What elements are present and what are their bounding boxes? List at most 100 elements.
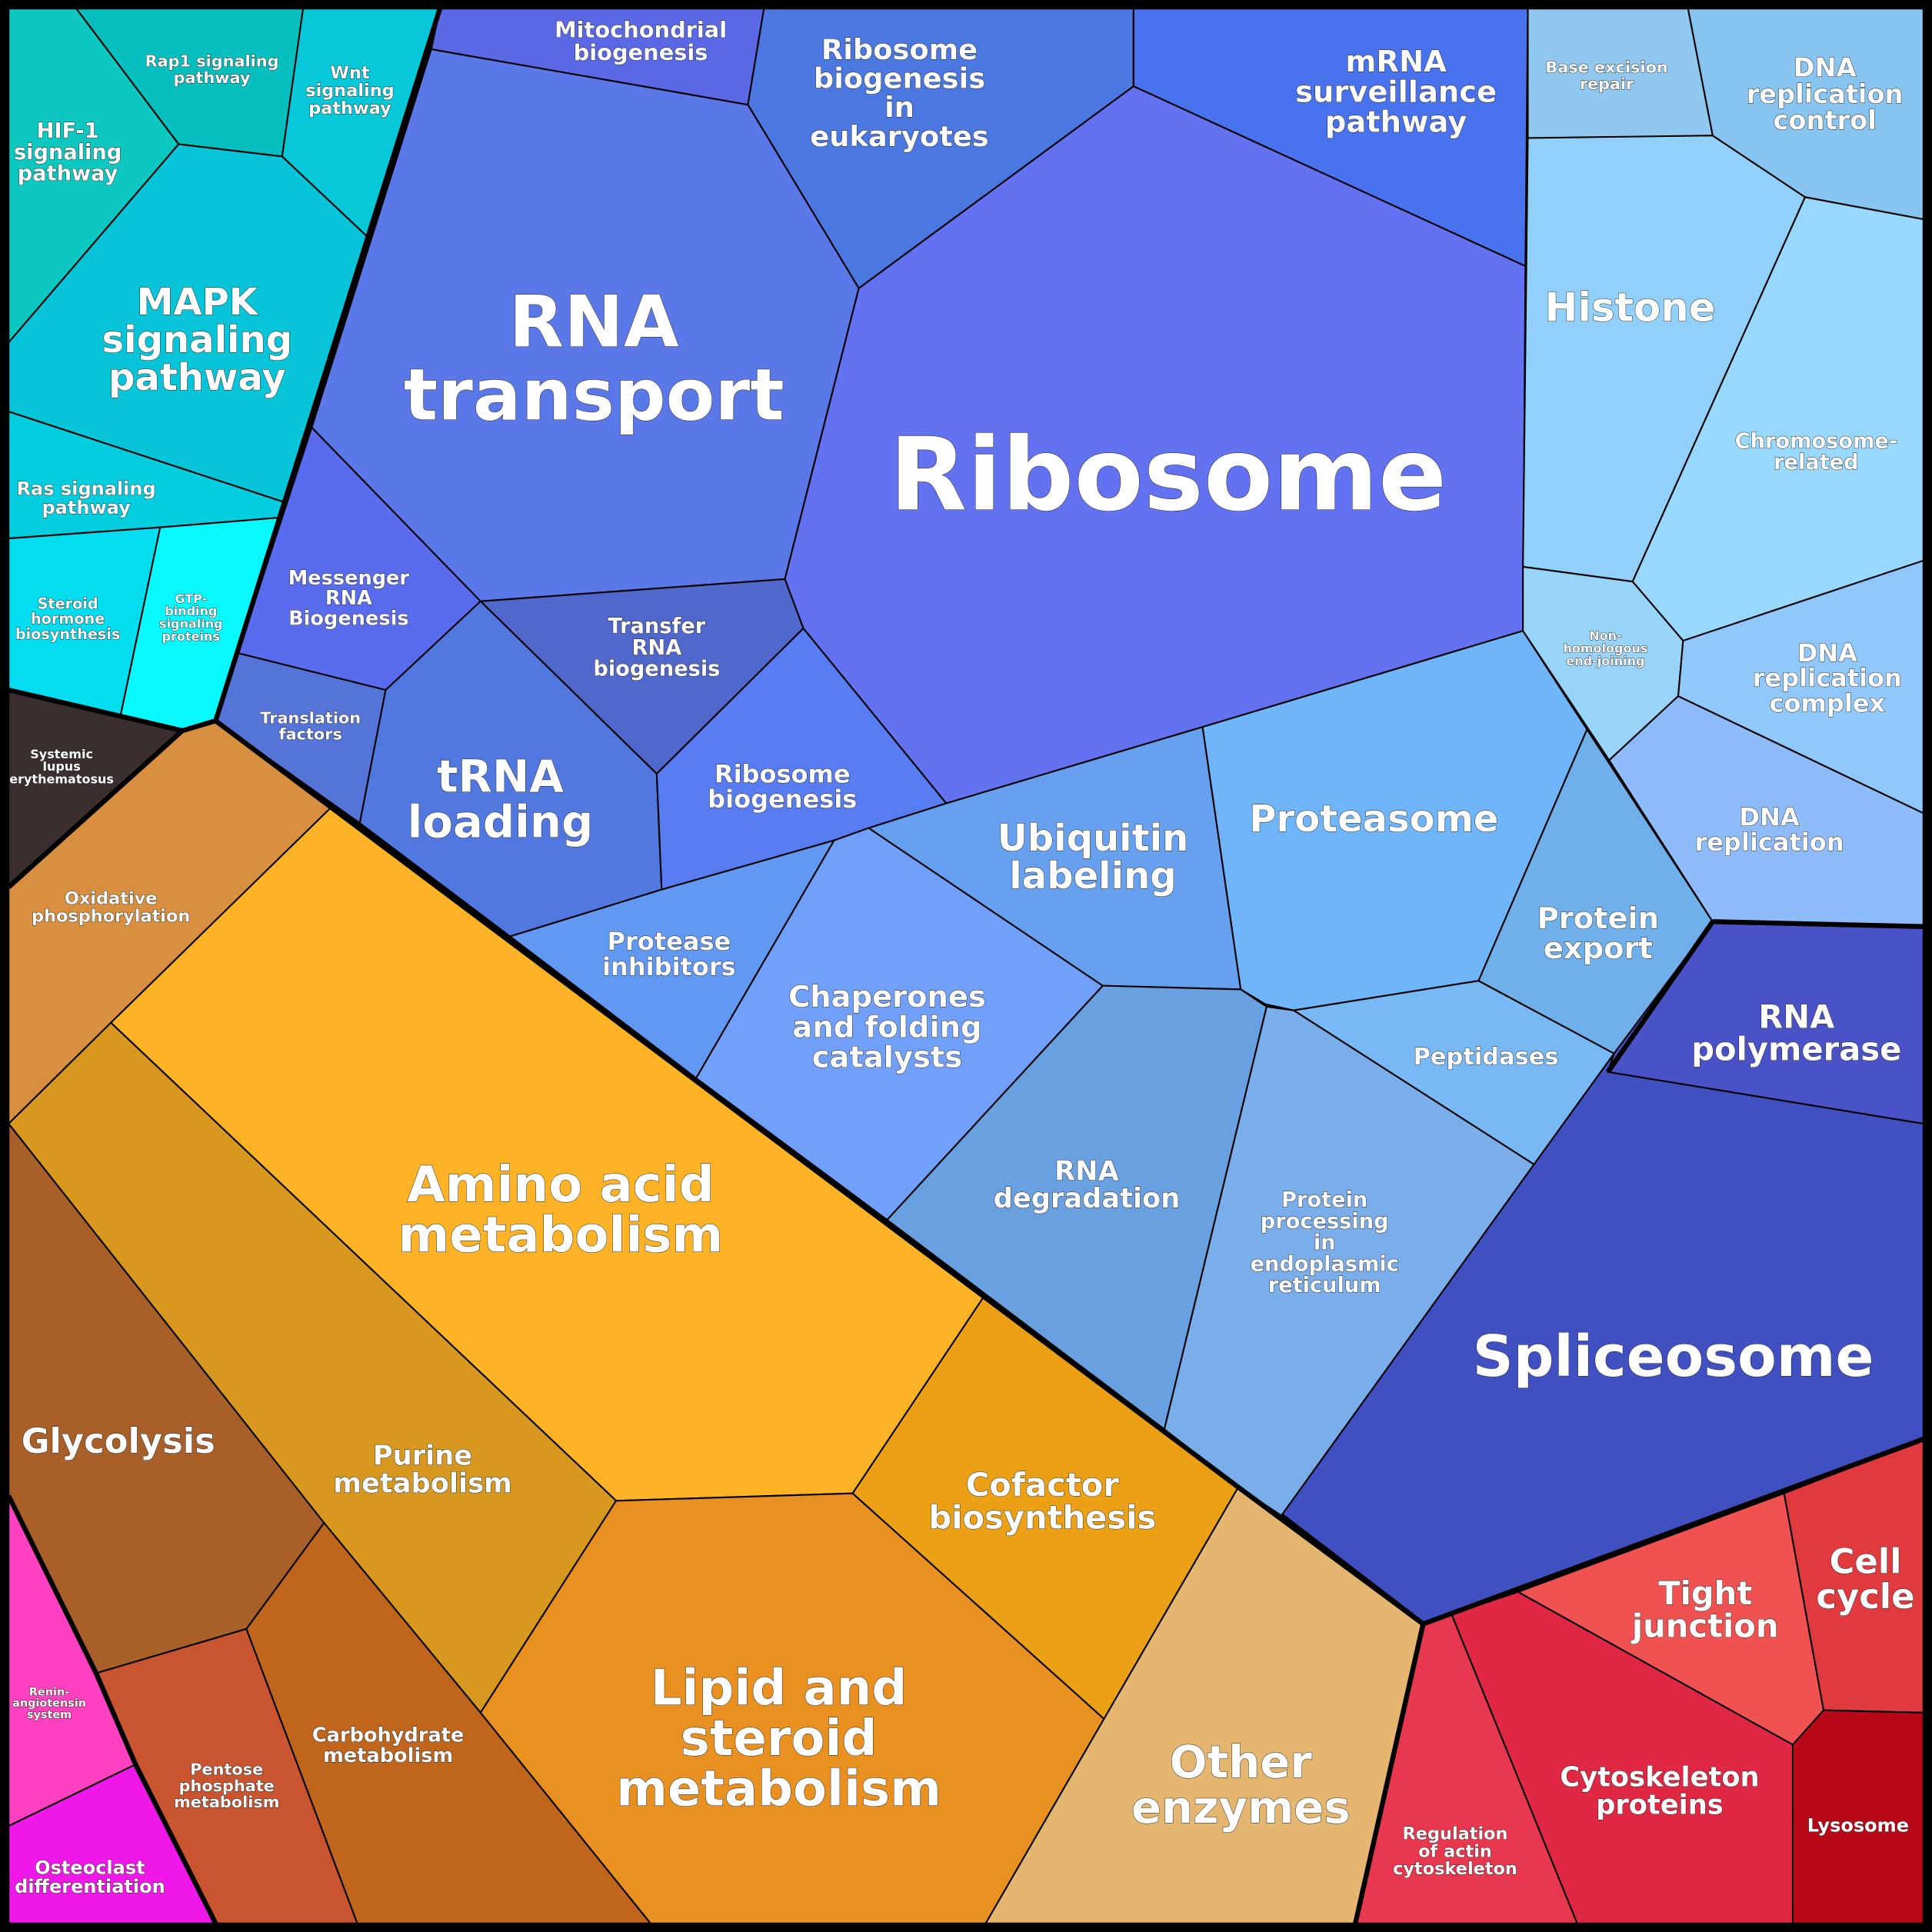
label-line: mRNA <box>1345 45 1447 79</box>
label-line: biosynthesis <box>15 625 121 643</box>
label-line: signaling <box>102 318 293 361</box>
label-line: Histone <box>1545 285 1716 331</box>
label-line: cytoskeleton <box>1393 1859 1517 1879</box>
label-line: enzymes <box>1131 1781 1351 1834</box>
label-line: Non- <box>1589 628 1621 643</box>
label-line: Purine <box>373 1440 472 1471</box>
label-line: replication <box>1694 828 1844 857</box>
label-line: Peptidases <box>1414 1044 1559 1071</box>
label-line: RNA <box>1758 998 1835 1035</box>
label-line: hormone <box>31 610 105 628</box>
label-line: DNA <box>1797 638 1857 668</box>
label-histone: Histone <box>1545 285 1716 331</box>
label-line: Transfer <box>608 615 706 638</box>
label-line: proteins <box>1596 1789 1724 1820</box>
label-line: metabolism <box>333 1467 512 1499</box>
label-line: RNA <box>509 281 679 364</box>
label-lysosome: Lysosome <box>1807 1814 1909 1836</box>
label-line: pathway <box>1325 105 1467 140</box>
label-line: Protein <box>1281 1188 1367 1212</box>
label-line: Tight <box>1658 1574 1752 1612</box>
label-line: and folding <box>792 1010 981 1044</box>
label-line: Ribosome <box>821 33 978 66</box>
label-line: eukaryotes <box>810 120 989 153</box>
label-line: Cytoskeleton <box>1560 1761 1759 1793</box>
label-line: Carbohydrate <box>312 1724 465 1747</box>
label-line: pathway <box>108 356 286 399</box>
label-line: Ribosome <box>715 759 851 788</box>
label-line: DNA <box>1794 53 1857 83</box>
label-line: biogenesis <box>574 39 708 65</box>
label-line: metabolism <box>174 1793 279 1811</box>
label-line: phosphorylation <box>32 907 190 927</box>
label-line: Proteasome <box>1249 798 1498 841</box>
label-line: Systemic <box>30 747 93 761</box>
label-line: in <box>884 91 914 124</box>
label-line: erythematosus <box>9 772 114 787</box>
label-line: processing <box>1261 1210 1389 1234</box>
label-glycolysis: Glycolysis <box>22 1421 215 1461</box>
label-line: homologous <box>1563 641 1647 655</box>
label-line: Regulation <box>1403 1824 1508 1844</box>
label-line: end-joining <box>1566 654 1644 668</box>
label-line: Ubiquitin <box>998 817 1189 860</box>
label-line: catalysts <box>812 1041 962 1075</box>
label-line: Translation <box>260 708 361 727</box>
label-line: replication <box>1747 79 1904 109</box>
label-line: Rap1 signaling <box>145 52 279 71</box>
label-line: RNA <box>325 587 372 610</box>
label-line: Oxidative <box>65 889 158 909</box>
label-line: Spliceosome <box>1473 1324 1874 1390</box>
label-line: complex <box>1769 688 1885 718</box>
label-line: angiotensin <box>12 1697 86 1710</box>
label-line: Renin- <box>29 1687 69 1699</box>
label-line: transport <box>404 353 784 436</box>
label-line: Chromosome- <box>1735 429 1898 453</box>
label-line: biogenesis <box>593 658 720 681</box>
label-line: pathway <box>18 162 118 186</box>
label-line: pathway <box>42 497 131 518</box>
label-line: metabolism <box>398 1207 724 1264</box>
label-line: in <box>1314 1231 1336 1255</box>
label-line: signaling <box>14 141 122 165</box>
label-line: Cell <box>1829 1541 1901 1581</box>
label-line: Other <box>1170 1736 1313 1788</box>
label-line: labeling <box>1009 854 1176 898</box>
label-line: of actin <box>1418 1841 1492 1861</box>
label-line: Biogenesis <box>288 607 409 630</box>
label-peptidases: Peptidases <box>1414 1044 1559 1071</box>
label-line: Protease <box>608 927 731 956</box>
label-line: MAPK <box>137 281 259 324</box>
label-line: inhibitors <box>602 952 736 981</box>
label-line: signaling <box>305 81 394 101</box>
label-chromosome: Chromosome-related <box>1735 429 1898 475</box>
label-line: lupus <box>42 759 80 774</box>
label-line: export <box>1544 931 1653 966</box>
label-spliceosome: Spliceosome <box>1473 1324 1874 1390</box>
label-line: factors <box>279 725 342 744</box>
